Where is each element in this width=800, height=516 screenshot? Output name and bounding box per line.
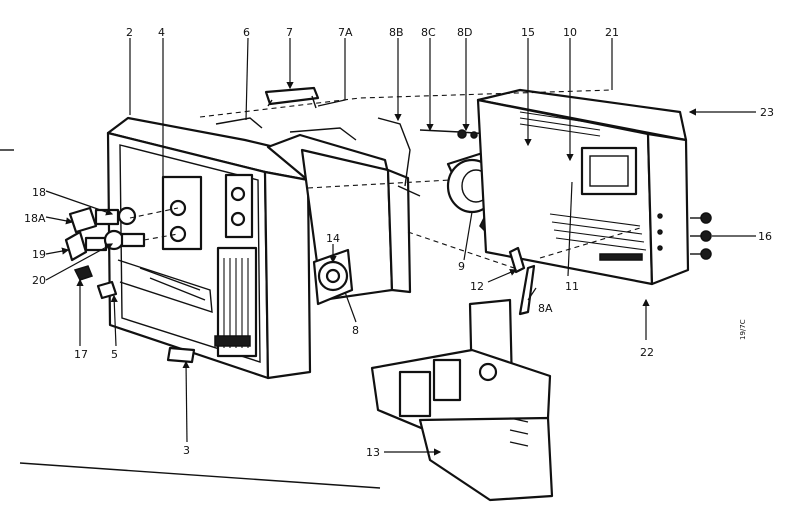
callout-19: 19 <box>32 248 46 261</box>
callout-21: 21 <box>605 26 619 39</box>
callout-17: 17 <box>74 348 88 361</box>
callout-12: 12 <box>470 280 484 293</box>
callout-7a: 7A <box>338 26 353 39</box>
callout-8d: 8D <box>457 26 472 39</box>
leader-lines <box>45 37 756 456</box>
reference-lines <box>0 149 381 489</box>
callout-9: 9 <box>458 260 465 273</box>
callout-18: 18 <box>32 186 46 199</box>
callout-20: 20 <box>32 274 46 287</box>
callout-8c: 8C <box>421 26 436 39</box>
support-rods <box>508 246 536 316</box>
callout-10: 10 <box>563 26 577 39</box>
front-bezel <box>106 116 312 380</box>
main-chassis-pcb <box>370 298 554 502</box>
callout-18a: 18A <box>24 212 46 225</box>
part-3 <box>166 346 196 364</box>
speaker-unit <box>312 248 354 306</box>
callout-8b: 8B <box>389 26 404 39</box>
screw-set <box>690 212 712 260</box>
callout-22: 22 <box>640 346 654 359</box>
callout-4: 4 <box>158 26 165 39</box>
callout-16: 16 <box>758 230 772 243</box>
rear-cabinet <box>476 88 690 286</box>
callout-2: 2 <box>126 26 133 39</box>
callout-13: 13 <box>366 446 380 459</box>
callout-11: 11 <box>565 280 579 293</box>
callout-15: 15 <box>521 26 535 39</box>
chassis-box <box>266 133 421 302</box>
callout-8a: 8A <box>538 302 553 315</box>
callout-6: 6 <box>243 26 250 39</box>
explosion-lines <box>129 89 641 271</box>
side-mark: 19/7C <box>739 319 747 340</box>
callout-5: 5 <box>111 348 118 361</box>
callout-7: 7 <box>286 26 293 39</box>
callout-23: 23 <box>760 106 774 119</box>
callout-3: 3 <box>183 444 190 457</box>
callout-8: 8 <box>352 324 359 337</box>
callout-14: 14 <box>326 232 340 245</box>
callout-labels: 2 4 6 7 7A 8B 8C 8D 15 10 21 23 18 18A 1… <box>24 26 774 459</box>
top-bracket <box>215 86 357 141</box>
